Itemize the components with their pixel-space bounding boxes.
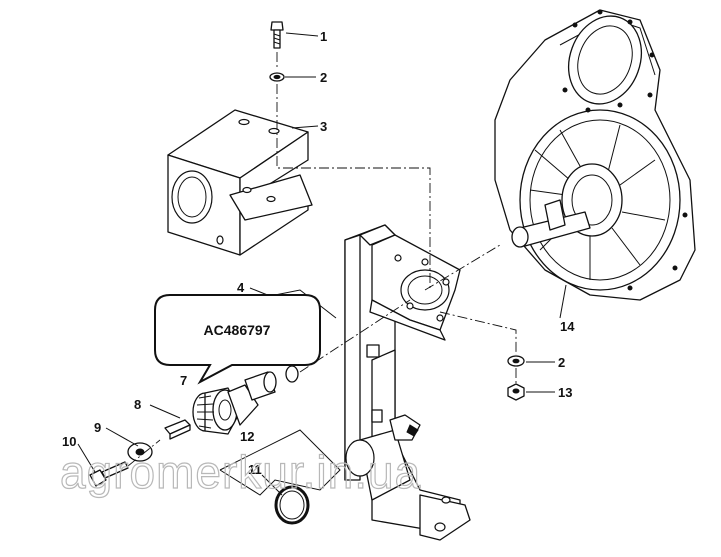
callout-text: AC486797 xyxy=(204,322,271,338)
washer-right-drawing xyxy=(507,355,525,367)
callout: AC486797 xyxy=(154,294,321,385)
label-13: 13 xyxy=(558,385,572,400)
assembly-lines xyxy=(127,52,517,467)
label-9: 9 xyxy=(94,420,101,435)
label-10: 10 xyxy=(62,434,76,449)
washer-top-drawing xyxy=(269,72,285,82)
bolt-drawing xyxy=(89,461,129,487)
label-14: 14 xyxy=(560,319,575,334)
key-drawing xyxy=(164,419,191,440)
fan-drawing xyxy=(494,9,696,301)
label-1: 1 xyxy=(320,29,327,44)
label-2: 2 xyxy=(320,70,327,85)
guard-bracket-drawing xyxy=(167,109,313,256)
watermark: agromerkur.in.ua xyxy=(60,446,421,498)
support-frame-drawing xyxy=(344,224,471,541)
label-2b: 2 xyxy=(558,355,565,370)
label-12: 12 xyxy=(240,429,254,444)
label-3: 3 xyxy=(320,119,327,134)
bushing-drawing xyxy=(244,365,299,401)
part-labels: 1 2 3 4 7 8 9 10 11 12 14 2 13 xyxy=(62,29,575,477)
leader-lines xyxy=(77,32,567,496)
label-11: 11 xyxy=(248,462,262,477)
label-7: 7 xyxy=(180,373,187,388)
label-4: 4 xyxy=(237,280,245,295)
bolt-top-drawing xyxy=(270,21,284,49)
nut-drawing xyxy=(507,383,525,401)
gear-drawing xyxy=(192,384,259,435)
washer-drawing xyxy=(127,442,153,462)
label-8: 8 xyxy=(134,397,141,412)
snap-ring-drawing xyxy=(274,485,310,525)
